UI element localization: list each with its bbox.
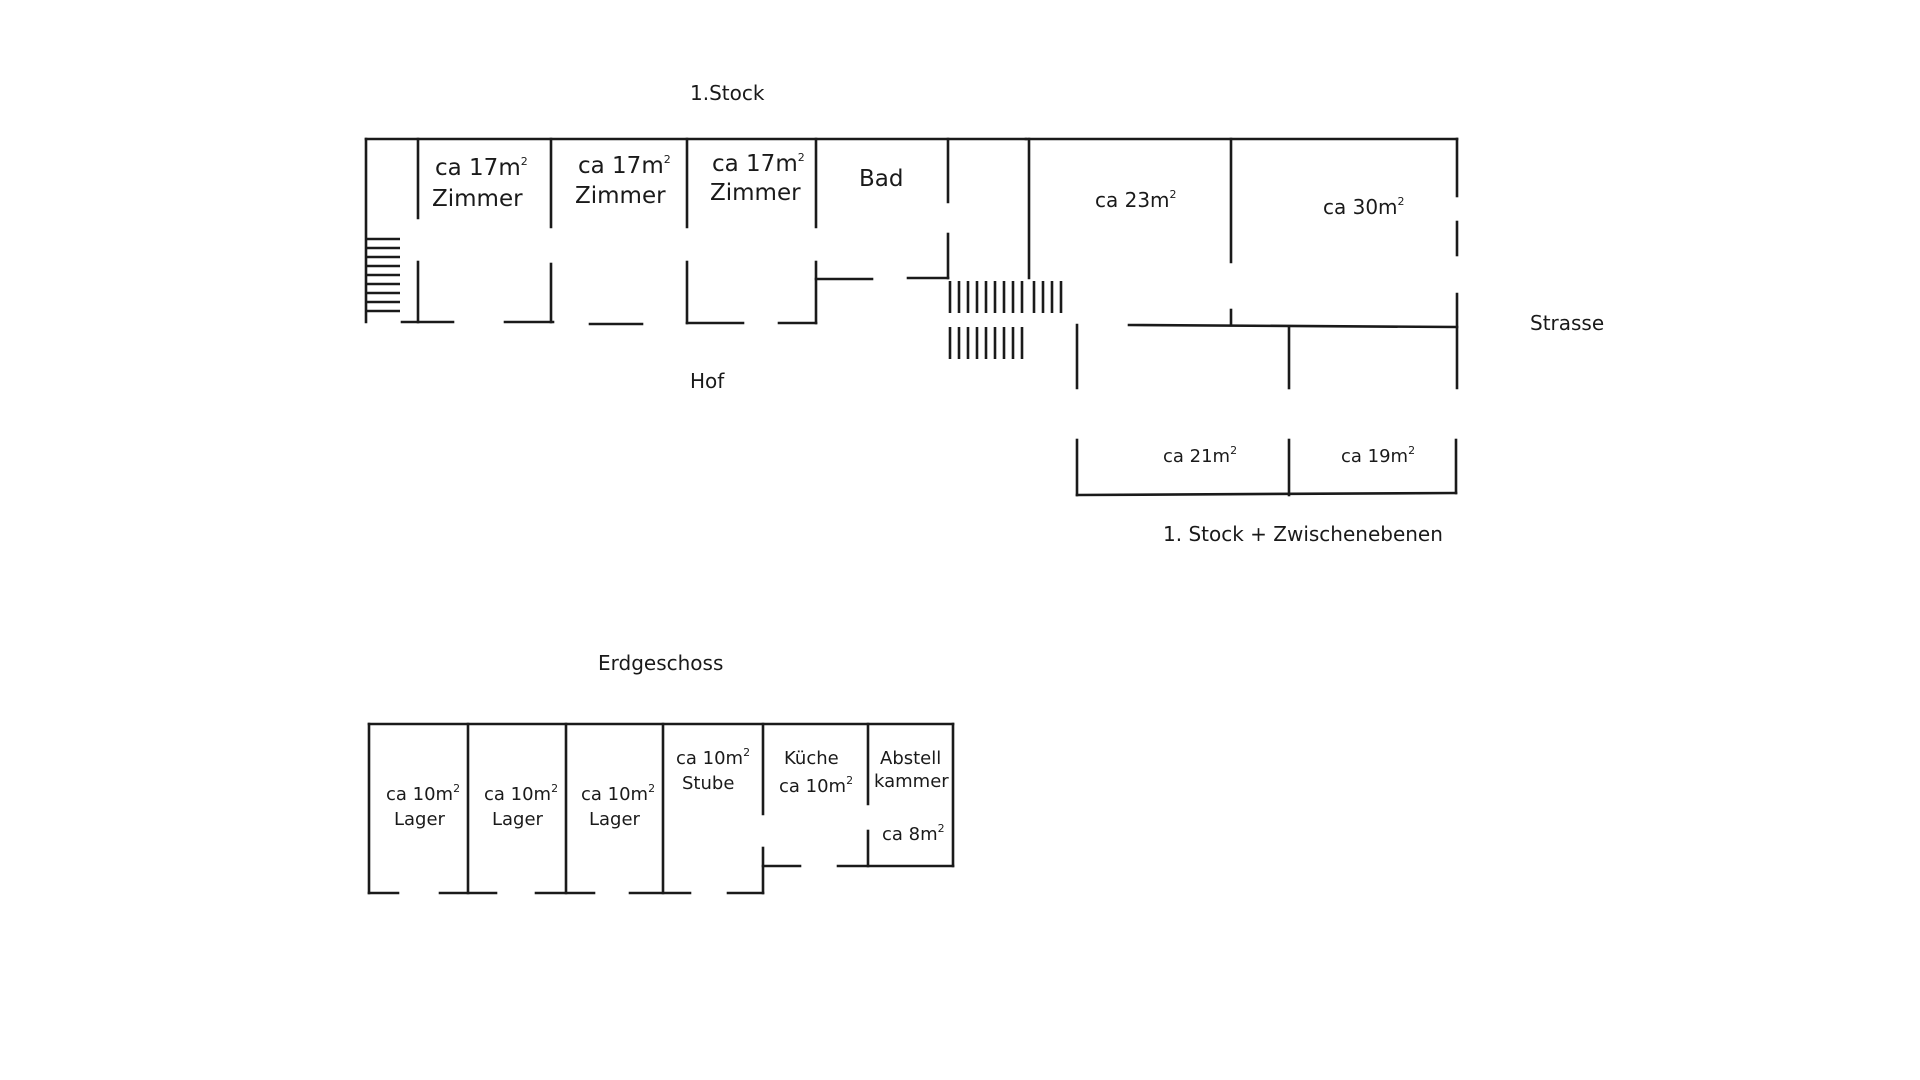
- upper-right-caption: 1. Stock + Zwischenebenen: [1163, 522, 1443, 546]
- svg-text:Abstell: Abstell: [880, 748, 941, 769]
- svg-text:ca 21m2: ca 21m2: [1163, 444, 1237, 467]
- staircase-middle: [948, 281, 1063, 359]
- room-19: ca 19m2: [1341, 444, 1415, 467]
- room-lager-2: ca 10m2 Lager: [484, 782, 558, 830]
- room-lager-3: ca 10m2 Lager: [581, 782, 655, 830]
- room-23: ca 23m2: [1095, 188, 1177, 212]
- svg-text:ca 30m2: ca 30m2: [1323, 195, 1405, 219]
- svg-text:ca 10m2: ca 10m2: [581, 782, 655, 805]
- svg-text:ca 17m2: ca 17m2: [578, 153, 671, 179]
- staircase-left: [366, 237, 400, 313]
- svg-text:Lager: Lager: [492, 809, 544, 830]
- svg-text:ca 17m2: ca 17m2: [712, 151, 805, 177]
- ground-floor-title: Erdgeschoss: [598, 651, 723, 675]
- upper-floor-walls: [364, 137, 1459, 497]
- room-kueche: Küche ca 10m2: [779, 748, 853, 797]
- svg-text:Zimmer: Zimmer: [575, 183, 666, 209]
- courtyard-label: Hof: [690, 369, 725, 393]
- svg-text:Bad: Bad: [859, 166, 903, 192]
- svg-text:ca 10m2: ca 10m2: [484, 782, 558, 805]
- svg-text:ca 10m2: ca 10m2: [676, 746, 750, 769]
- svg-text:ca 8m2: ca 8m2: [882, 822, 945, 845]
- svg-text:ca 19m2: ca 19m2: [1341, 444, 1415, 467]
- room-21: ca 21m2: [1163, 444, 1237, 467]
- svg-text:Küche: Küche: [784, 748, 839, 769]
- room-zimmer-3: ca 17m2 Zimmer: [710, 151, 805, 206]
- room-abstellkammer: Abstell kammer ca 8m2: [874, 748, 949, 845]
- room-lager-1: ca 10m2 Lager: [386, 782, 460, 830]
- street-label: Strasse: [1530, 311, 1604, 335]
- svg-text:Stube: Stube: [682, 773, 734, 794]
- svg-text:ca 10m2: ca 10m2: [779, 774, 853, 797]
- svg-text:Lager: Lager: [394, 809, 446, 830]
- upper-floor-title: 1.Stock: [690, 81, 765, 105]
- room-zimmer-1: ca 17m2 Zimmer: [432, 155, 528, 212]
- svg-text:Zimmer: Zimmer: [710, 180, 801, 206]
- svg-text:ca 10m2: ca 10m2: [386, 782, 460, 805]
- svg-text:Lager: Lager: [589, 809, 641, 830]
- svg-text:kammer: kammer: [874, 771, 949, 792]
- ground-floor-walls: [367, 722, 955, 895]
- svg-text:ca 23m2: ca 23m2: [1095, 188, 1177, 212]
- svg-text:Zimmer: Zimmer: [432, 186, 523, 212]
- room-bad: Bad: [859, 166, 903, 192]
- svg-text:ca 17m2: ca 17m2: [435, 155, 528, 181]
- room-30: ca 30m2: [1323, 195, 1405, 219]
- room-zimmer-2: ca 17m2 Zimmer: [575, 153, 671, 209]
- room-stube: ca 10m2 Stube: [676, 746, 750, 794]
